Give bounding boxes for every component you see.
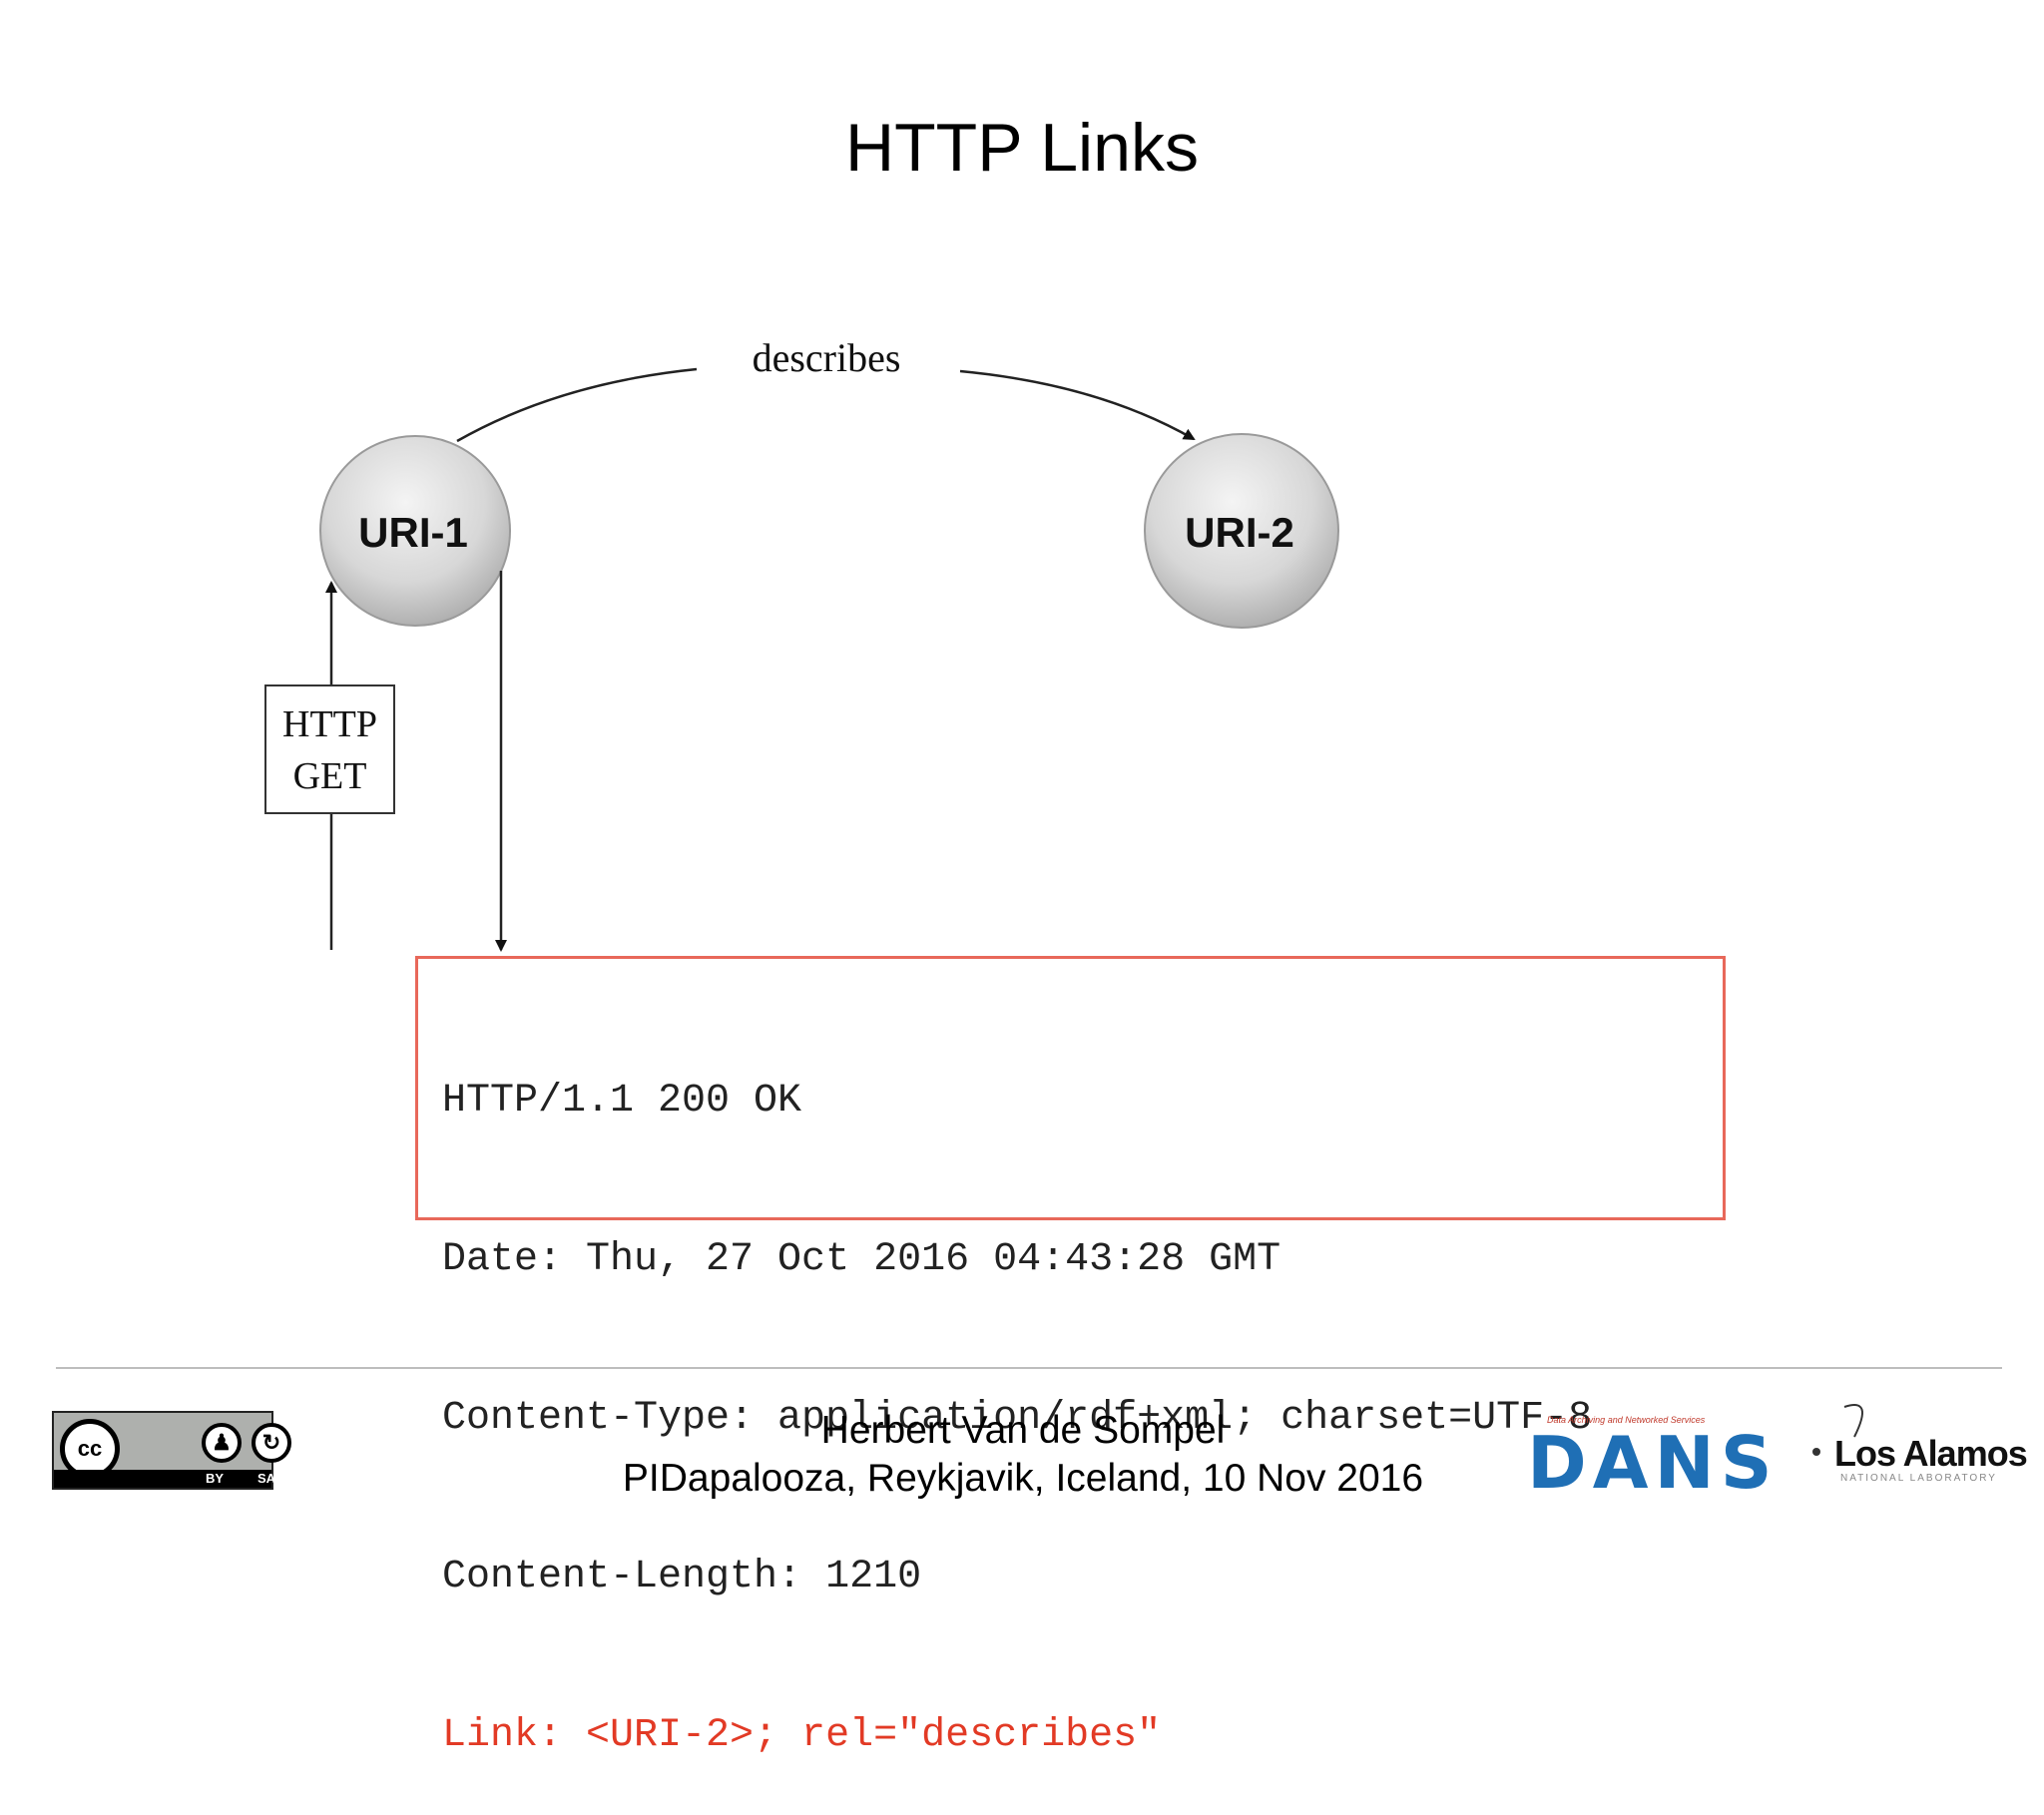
http-response-box: HTTP/1.1 200 OK Date: Thu, 27 Oct 2016 0… <box>415 956 1726 1758</box>
footer-author: Herbert Van de Sompel <box>820 1409 1226 1452</box>
footer-credits: Herbert Van de Sompel PIDapalooza, Reykj… <box>559 1407 1487 1503</box>
http-get-box: HTTP GET <box>264 684 395 814</box>
los-alamos-orbit-icon <box>1812 1404 1863 1456</box>
describes-arc-left <box>456 367 698 443</box>
edge-label-describes: describes <box>753 335 901 380</box>
node-uri-1-label: URI-1 <box>358 509 468 556</box>
diagram-canvas: describes URI-1 URI-2 <box>319 335 1339 952</box>
cc-by-sa-license-badge[interactable]: cc ♟ ↻ BY SA <box>52 1411 291 1490</box>
license-label-bar <box>54 1470 271 1488</box>
los-alamos-subtitle: NATIONAL LABORATORY <box>1840 1473 1997 1484</box>
response-line: Content-Length: 1210 <box>442 1555 922 1599</box>
dans-logo-wordmark: DANS <box>1527 1421 1779 1505</box>
response-line: HTTP/1.1 200 OK <box>442 1079 802 1124</box>
license-sa-label: SA <box>257 1471 276 1486</box>
response-line: Date: Thu, 27 Oct 2016 04:43:28 GMT <box>442 1237 1281 1282</box>
attribution-icon: ♟ <box>202 1423 242 1463</box>
node-uri-1 <box>319 435 511 627</box>
http-get-line-2: GET <box>292 755 367 797</box>
footer-divider <box>56 1367 2002 1369</box>
http-get-line-1: HTTP <box>282 703 377 745</box>
los-alamos-logo: Los Alamos NATIONAL LABORATORY <box>1804 1397 2034 1487</box>
describes-arc-right <box>959 369 1196 441</box>
node-uri-2 <box>1144 433 1339 629</box>
response-line: Content-Type: application/rdf+xml; chars… <box>442 1396 1593 1441</box>
cc-icon: cc <box>60 1419 120 1479</box>
los-alamos-wordmark: Los Alamos <box>1834 1433 2028 1474</box>
node-uri-2-label: URI-2 <box>1185 509 1294 556</box>
slide-title: HTTP Links <box>845 110 1199 186</box>
dans-logo-tagline: Data Archiving and Networked Services <box>1547 1415 1706 1425</box>
footer-event: PIDapalooza, Reykjavik, Iceland, 10 Nov … <box>622 1457 1424 1500</box>
dans-logo: Data Archiving and Networked Services DA… <box>1527 1415 1787 1501</box>
share-alike-icon: ↻ <box>252 1423 291 1463</box>
license-by-label: BY <box>206 1471 225 1486</box>
response-link-header: Link: <URI-2>; rel="describes" <box>442 1713 1162 1758</box>
